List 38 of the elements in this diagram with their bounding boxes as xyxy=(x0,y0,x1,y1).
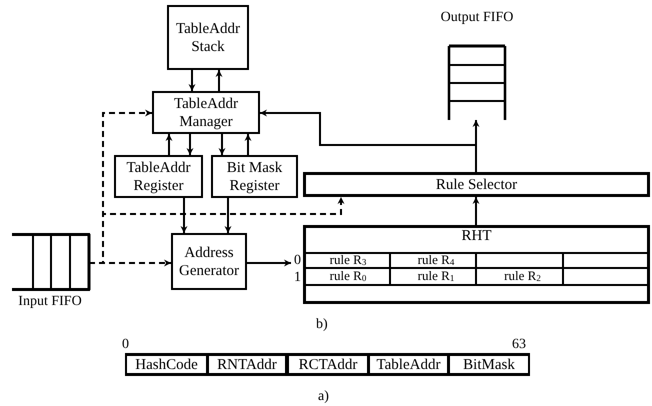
table-cell-text: rule R$_{2}$ xyxy=(503,268,542,285)
panel-label: a) xyxy=(318,390,329,404)
process-box: TableAddr Register xyxy=(114,155,203,198)
arrow xyxy=(180,198,188,233)
process-box: TableAddr Manager xyxy=(152,91,260,134)
arrow xyxy=(188,70,196,91)
arrow xyxy=(218,134,226,155)
table-grid xyxy=(303,225,650,304)
table-cell-text: rule R$_{4}$ xyxy=(416,253,456,268)
selector-bar: Rule Selector xyxy=(303,172,650,197)
table-cell-text: rule R$_{0}$ xyxy=(328,268,368,285)
process-box: TableAddr Stack xyxy=(167,5,249,70)
arrow xyxy=(247,260,291,266)
field-cell: RNTAddr xyxy=(207,353,287,376)
field-cell: TableAddr xyxy=(368,353,449,376)
dashed-arrow xyxy=(89,197,344,264)
field-cell: RCTAddr xyxy=(287,353,369,376)
arrow xyxy=(244,134,252,155)
arrow xyxy=(260,110,477,172)
table-title: RHT xyxy=(460,227,492,246)
table-cell-text: rule R$_{1}$ xyxy=(416,268,456,285)
arrow xyxy=(186,134,194,155)
queue-label: Input FIFO xyxy=(17,294,83,310)
bit-index: 0 xyxy=(122,338,129,352)
arrow xyxy=(166,134,172,155)
process-box: Bit Mask Register xyxy=(211,155,298,198)
process-box: Address Generator xyxy=(171,233,247,290)
field-cell: HashCode xyxy=(125,353,208,376)
queue-label: Output FIFO xyxy=(440,10,514,26)
arrow xyxy=(472,197,480,225)
arrow xyxy=(224,198,232,233)
bit-index: 63 xyxy=(512,338,526,352)
field-cell: BitMask xyxy=(448,353,530,376)
table-cell-text: rule R$_{3}$ xyxy=(328,253,368,268)
row-index: 0 xyxy=(294,254,301,268)
panel-label: b) xyxy=(316,318,328,332)
row-index: 1 xyxy=(294,271,301,285)
arrow xyxy=(216,70,222,91)
